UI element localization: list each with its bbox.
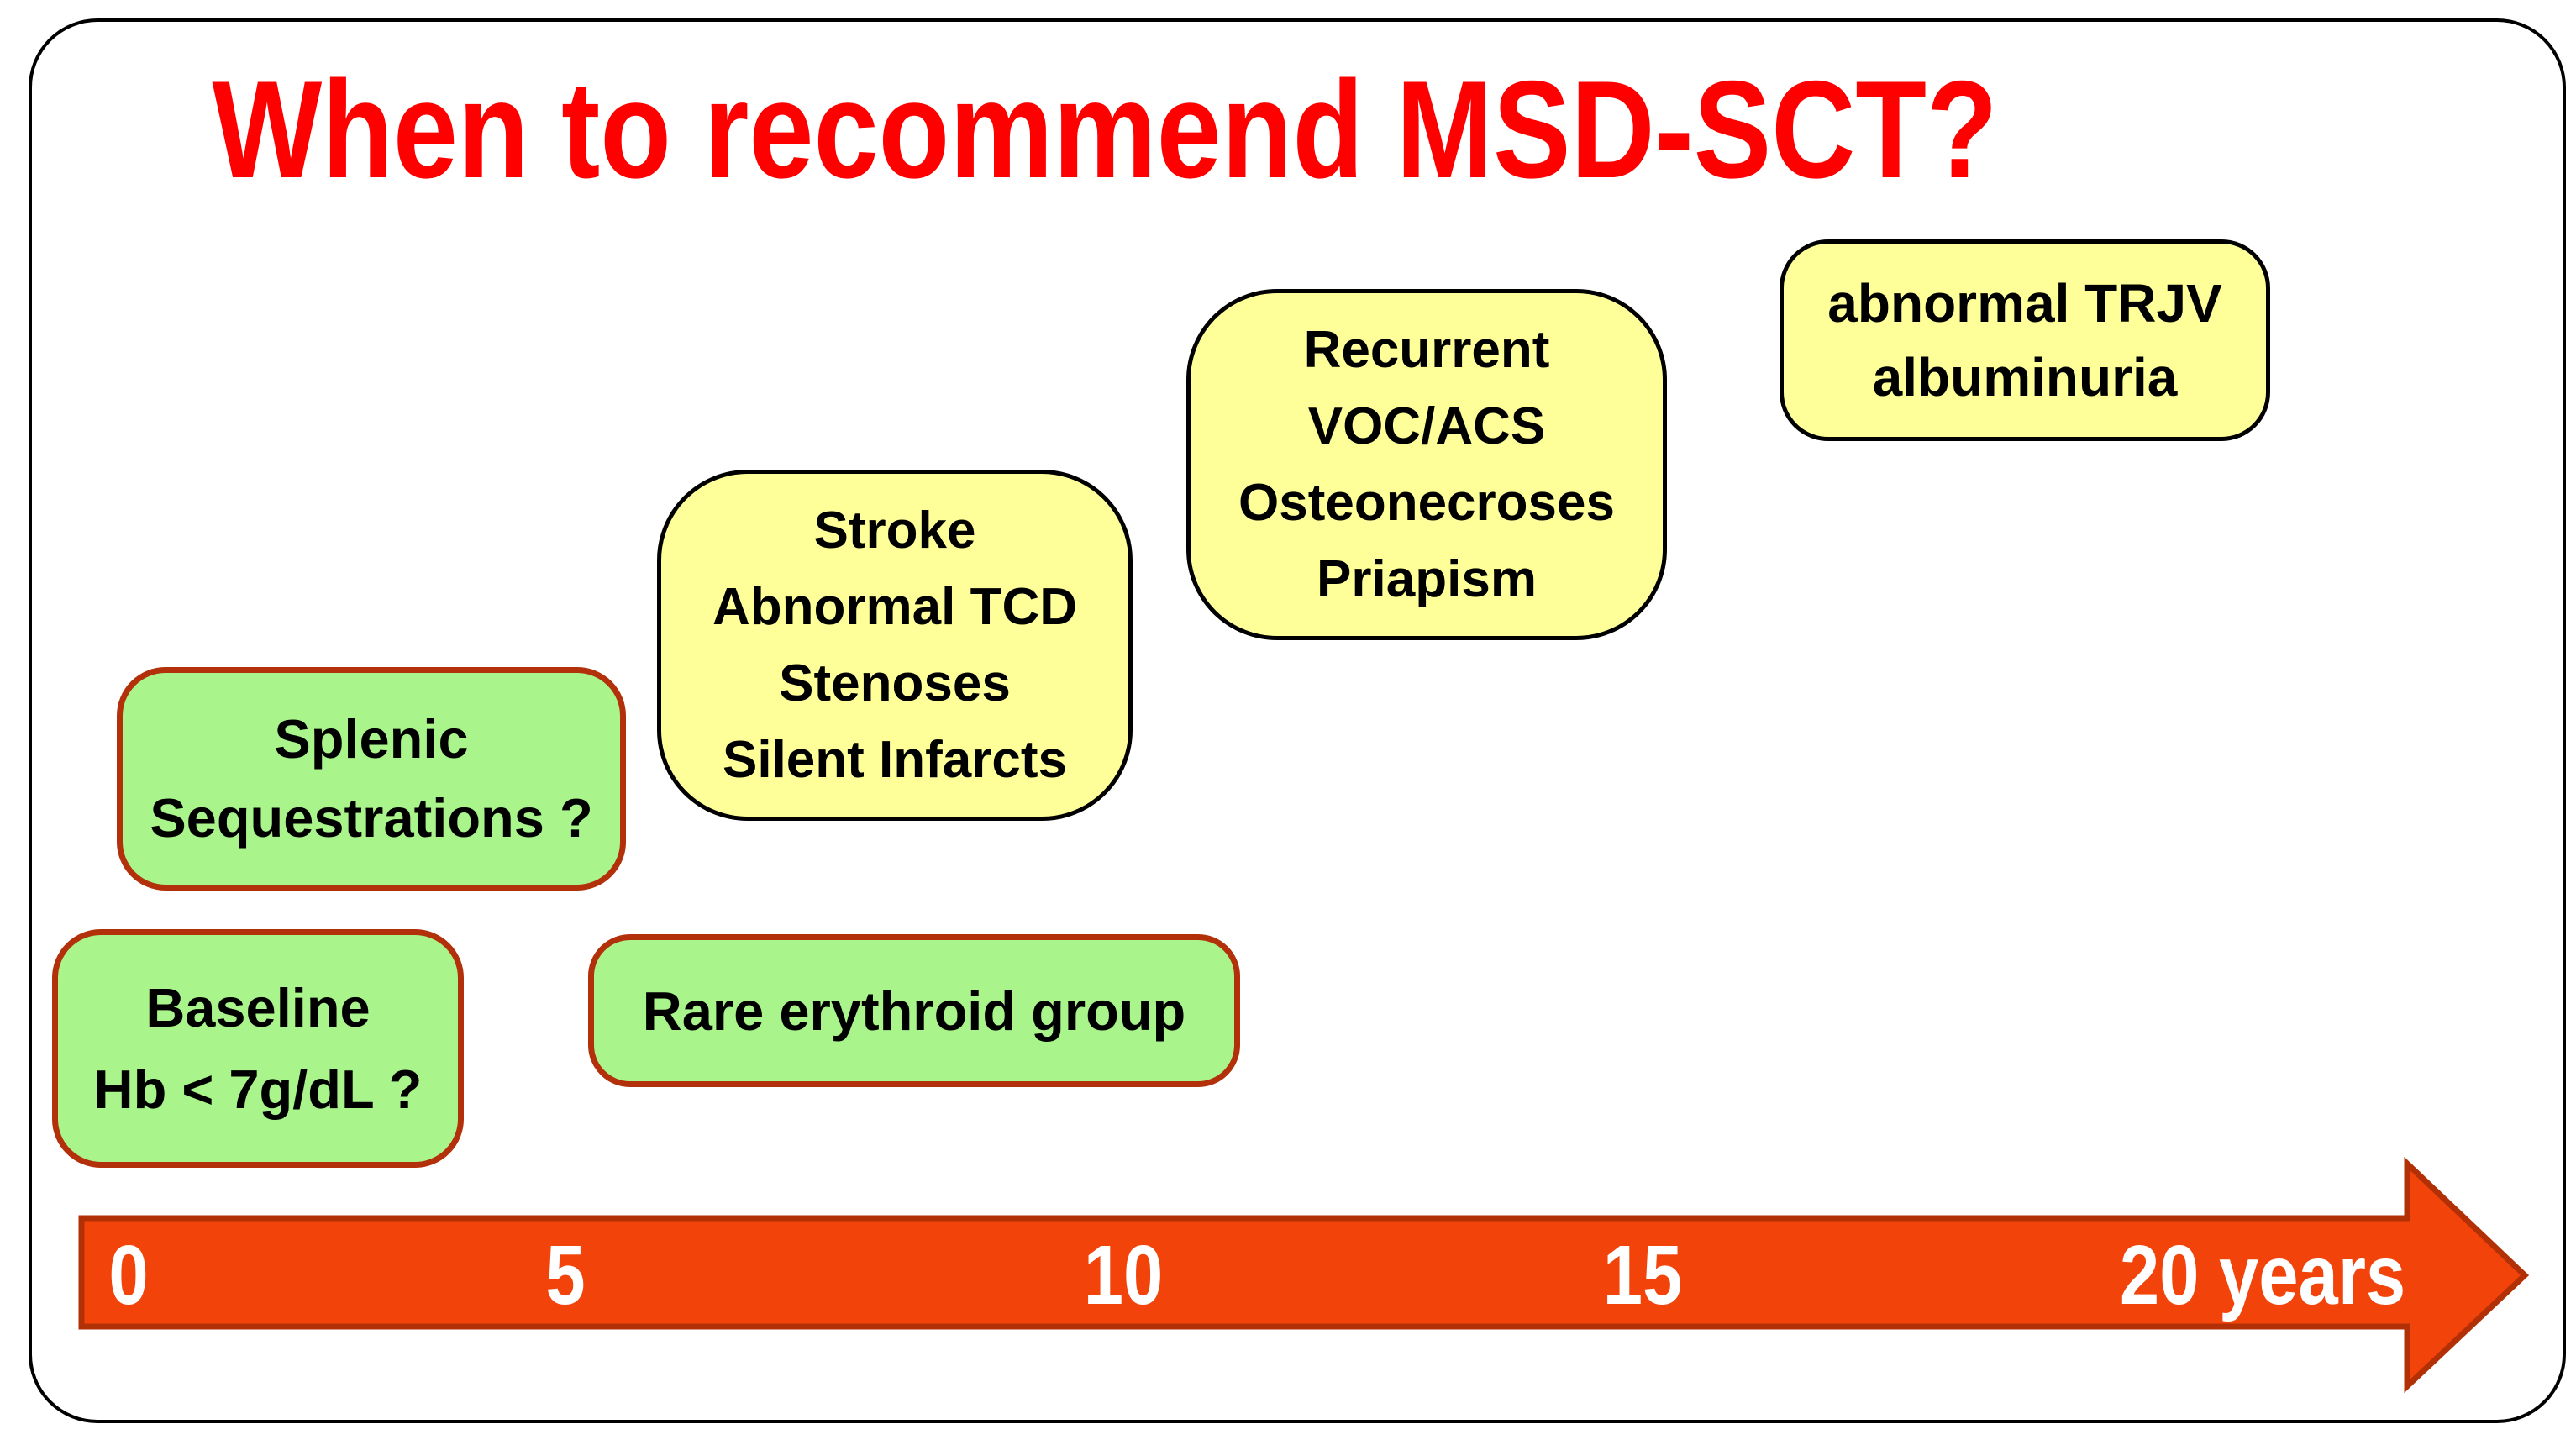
box-baseline-hb: Baseline Hb < 7g/dL ? bbox=[52, 929, 464, 1168]
box-stroke-abnormal-tcd: Stroke Abnormal TCD Stenoses Silent Infa… bbox=[657, 470, 1133, 821]
timeline-arrow-shape bbox=[78, 1156, 2530, 1394]
timeline-arrow bbox=[78, 1156, 2530, 1394]
timeline-tick-label: 0 bbox=[108, 1228, 149, 1322]
timeline-tick-15: 15 bbox=[1596, 1228, 1689, 1322]
box-line: VOC/ACS bbox=[1307, 397, 1546, 455]
box-abnormal-trjv: abnormal TRJV albuminuria bbox=[1780, 239, 2270, 441]
timeline-tick-label: 5 bbox=[545, 1228, 586, 1322]
box-rare-erythroid-group: Rare erythroid group bbox=[588, 934, 1240, 1087]
box-line: Abnormal TCD bbox=[712, 577, 1077, 636]
timeline-tick-10: 10 bbox=[1076, 1228, 1170, 1322]
box-line: Stroke bbox=[813, 501, 976, 560]
timeline-tick-20-years: 20 years bbox=[2095, 1228, 2431, 1322]
slide-title: When to recommend MSD-SCT? bbox=[197, 44, 2012, 216]
box-line: Stenoses bbox=[779, 654, 1011, 712]
box-line: Silent Infarcts bbox=[723, 731, 1067, 790]
timeline-tick-label: 20 years bbox=[2119, 1228, 2406, 1322]
box-splenic-sequestrations: Splenic Sequestrations ? bbox=[117, 667, 626, 891]
box-line: Priapism bbox=[1317, 550, 1537, 609]
box-line: Sequestrations ? bbox=[150, 787, 593, 849]
box-line: Osteonecroses bbox=[1238, 474, 1615, 532]
box-line: Splenic bbox=[274, 707, 469, 770]
box-line: Baseline bbox=[145, 976, 371, 1038]
timeline-tick-5: 5 bbox=[542, 1228, 589, 1322]
box-line: albuminuria bbox=[1872, 347, 2178, 407]
box-line: abnormal TRJV bbox=[1827, 272, 2222, 334]
box-line: Rare erythroid group bbox=[642, 980, 1186, 1042]
timeline-tick-label: 15 bbox=[1602, 1228, 1683, 1322]
timeline-tick-0: 0 bbox=[105, 1228, 152, 1322]
slide-title-text: When to recommend MSD-SCT? bbox=[212, 52, 1998, 207]
box-recurrent-voc-acs: Recurrent VOC/ACS Osteonecroses Priapism bbox=[1186, 289, 1667, 640]
box-line: Hb < 7g/dL ? bbox=[93, 1059, 423, 1120]
timeline-tick-label: 10 bbox=[1083, 1228, 1164, 1322]
box-line: Recurrent bbox=[1303, 320, 1550, 379]
